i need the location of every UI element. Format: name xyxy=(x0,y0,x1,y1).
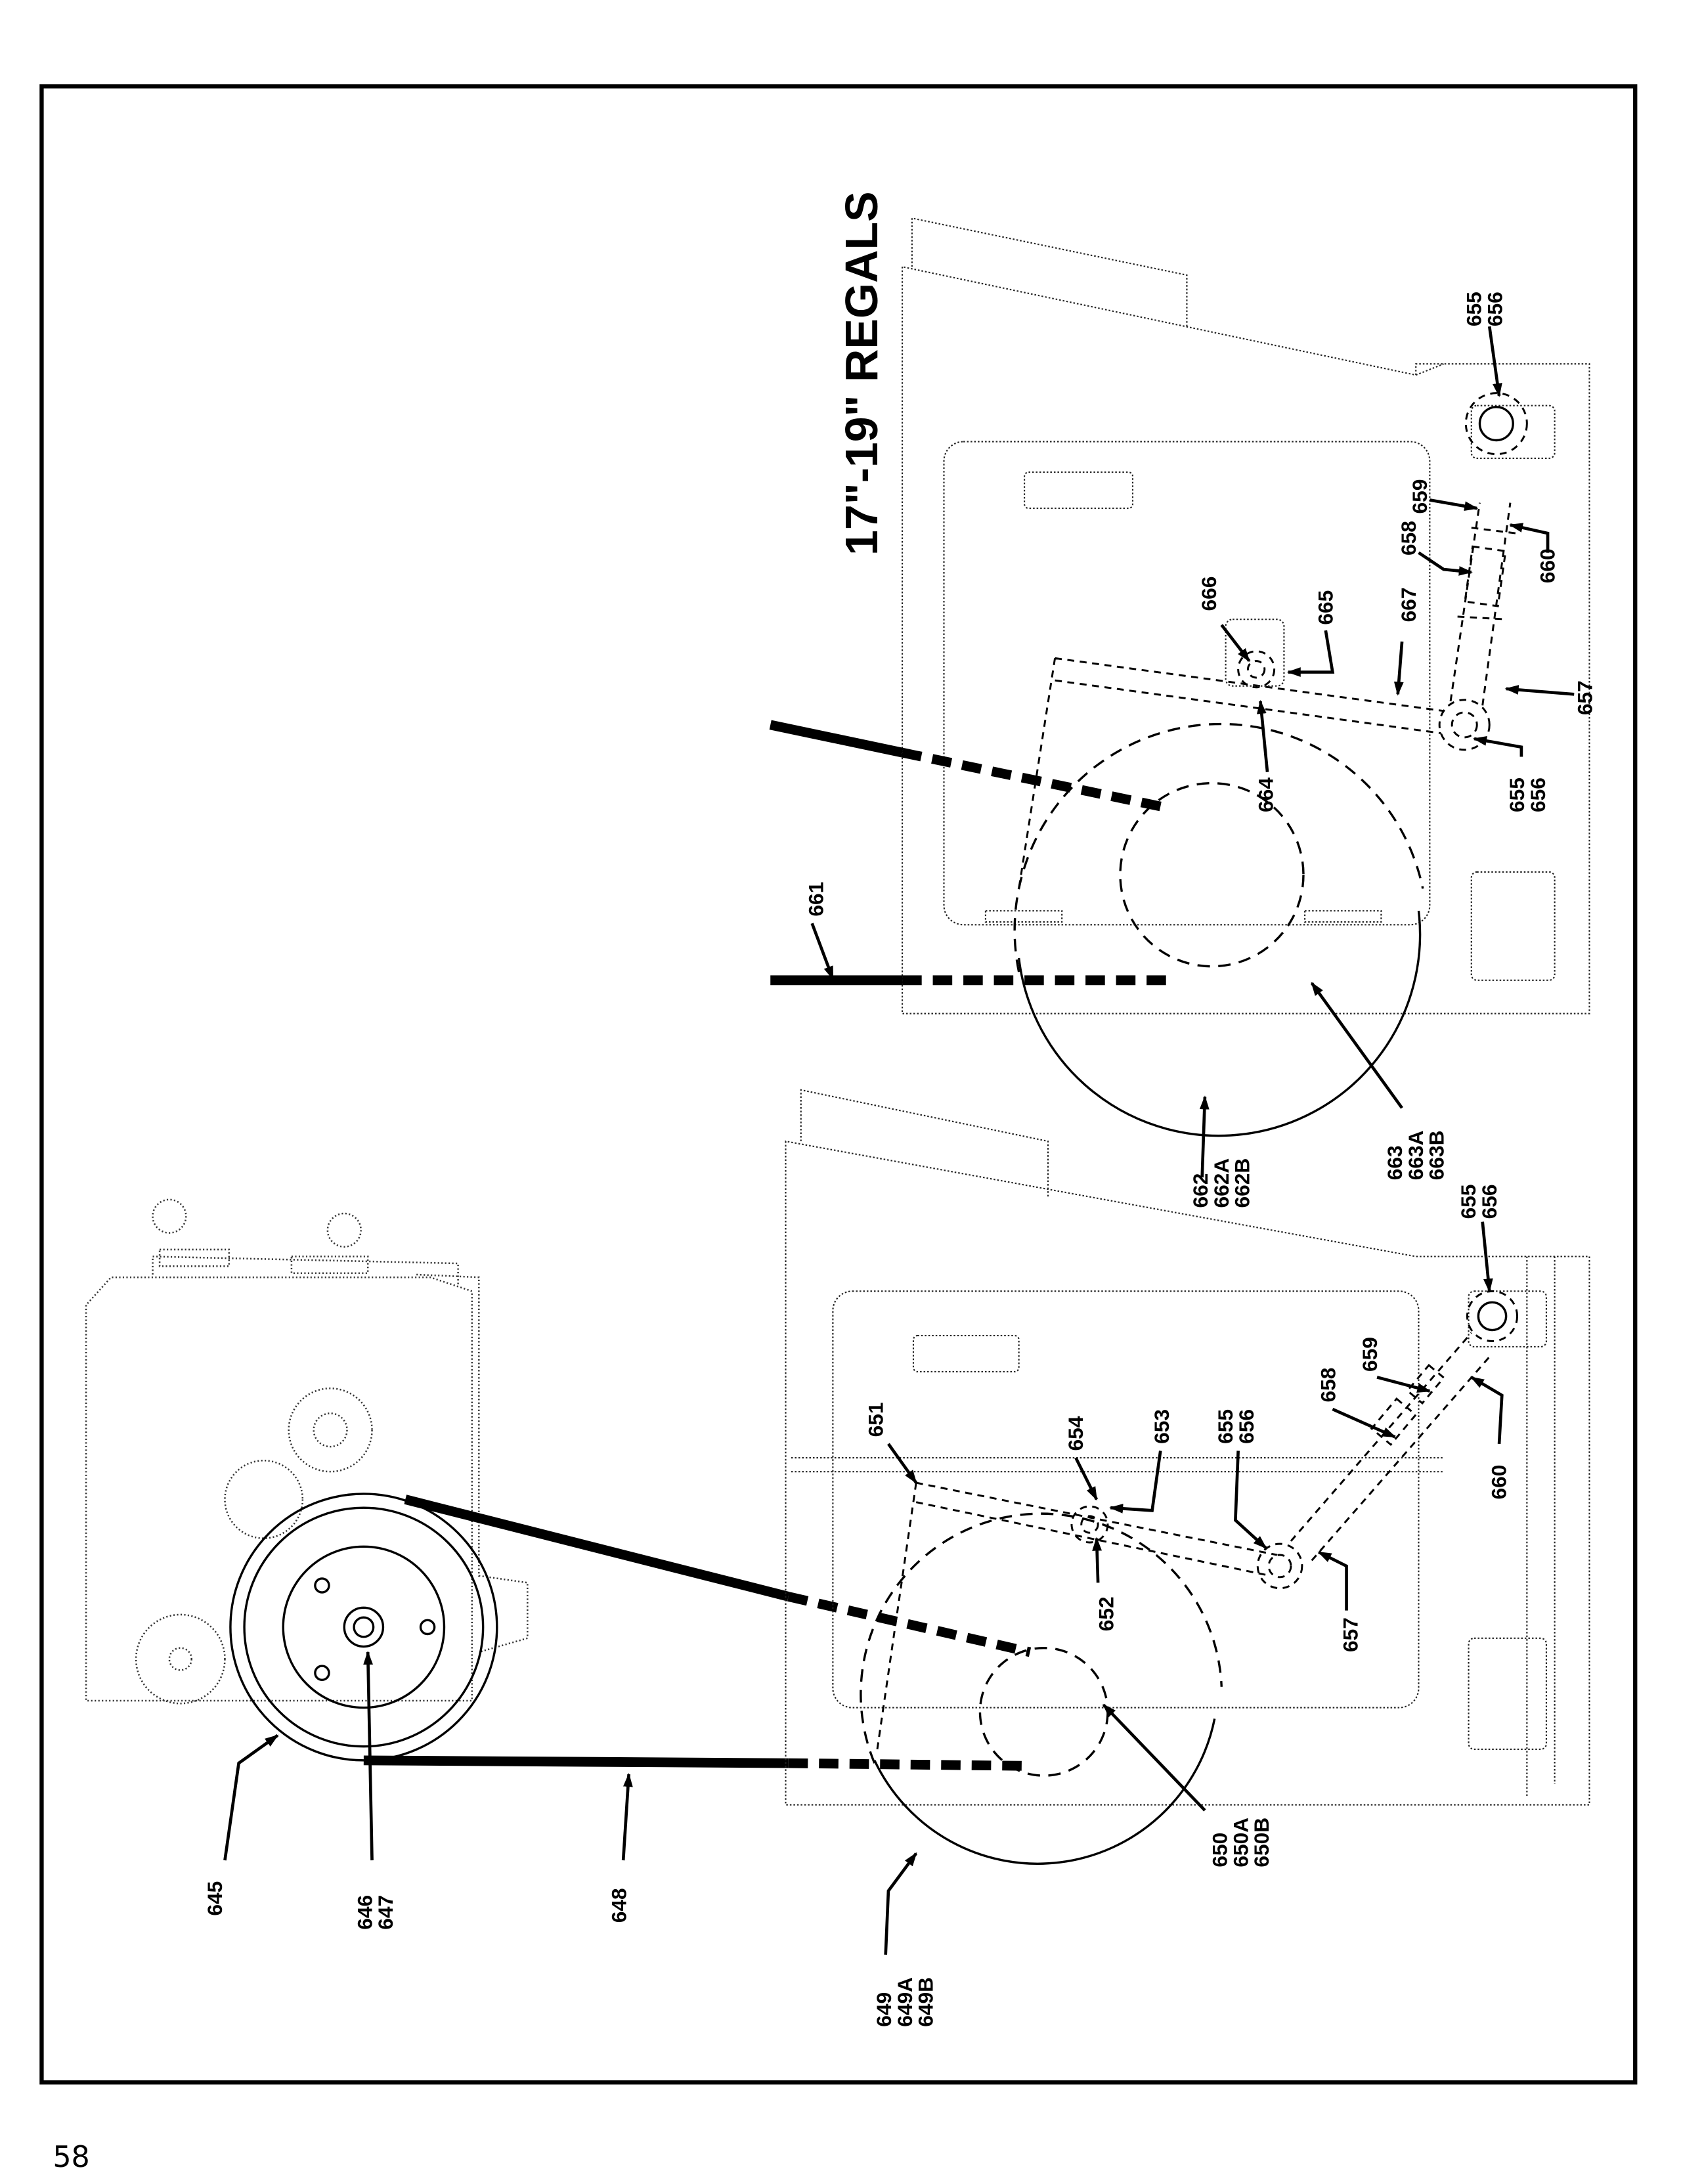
label-649a: 649A xyxy=(893,1977,917,2027)
label-663b: 663B xyxy=(1425,1130,1449,1180)
label-656-lower-top: 656 xyxy=(1477,1185,1501,1219)
diagram-title: 17"-19" REGALS xyxy=(836,191,887,556)
lower-labels: 645 646 647 648 649 649A 649B 650 650A 6… xyxy=(203,1185,1510,2027)
belt-661 xyxy=(769,720,904,758)
label-662b: 662B xyxy=(1231,1158,1254,1208)
label-649b: 649B xyxy=(914,1977,938,2027)
label-649: 649 xyxy=(872,1992,896,2027)
label-655-lower-mid: 655 xyxy=(1213,1409,1237,1444)
pulley-650 xyxy=(978,1646,1109,1777)
pulley-663 xyxy=(1119,781,1305,968)
label-657-upper: 657 xyxy=(1573,680,1597,715)
label-655-lower-upper: 655 xyxy=(1505,777,1529,812)
label-650a: 650A xyxy=(1229,1818,1252,1867)
pulley-662 xyxy=(1017,910,1422,1137)
lower-cabinet-outline xyxy=(785,1140,1590,1806)
label-667: 667 xyxy=(1397,588,1420,622)
label-659-upper: 659 xyxy=(1408,479,1431,514)
label-654: 654 xyxy=(1064,1416,1087,1451)
label-656-lower-upper: 656 xyxy=(1526,777,1550,812)
motor-pulley-645 xyxy=(229,1493,498,1762)
label-666: 666 xyxy=(1197,577,1221,611)
label-648: 648 xyxy=(607,1888,630,1923)
label-659-lower: 659 xyxy=(1358,1337,1382,1372)
label-657-lower: 657 xyxy=(1338,1617,1362,1652)
label-663: 663 xyxy=(1383,1145,1407,1180)
pivot-655-656-a xyxy=(1438,699,1491,751)
upper-panel xyxy=(943,441,1431,926)
label-658-upper: 658 xyxy=(1397,521,1420,556)
pulley-649 xyxy=(873,1718,1216,1865)
upper-cabinet-outline xyxy=(902,265,1590,1015)
label-660-lower: 660 xyxy=(1487,1465,1511,1500)
upper-diagram xyxy=(769,217,1590,1137)
label-662a: 662A xyxy=(1210,1158,1233,1208)
lower-diagram xyxy=(85,1089,1590,1865)
upper-cabinet-top-tab xyxy=(911,217,1188,327)
page-frame xyxy=(39,84,1638,2085)
label-665: 665 xyxy=(1313,590,1337,625)
motor-housing xyxy=(85,1276,473,1702)
label-661: 661 xyxy=(804,882,828,917)
pivot-655-656-d xyxy=(1477,1301,1508,1332)
label-653: 653 xyxy=(1150,1409,1173,1444)
label-647: 647 xyxy=(374,1895,397,1930)
label-646: 646 xyxy=(353,1895,377,1930)
label-663a: 663A xyxy=(1404,1130,1428,1180)
label-650b: 650B xyxy=(1250,1818,1273,1867)
label-655-upper-top: 655 xyxy=(1462,292,1486,326)
label-645: 645 xyxy=(203,1881,227,1916)
label-655-lower-top: 655 xyxy=(1456,1185,1480,1219)
label-664: 664 xyxy=(1254,777,1277,812)
label-660-upper: 660 xyxy=(1536,548,1560,583)
label-656-lower-mid: 656 xyxy=(1234,1409,1258,1444)
label-656-upper-top: 656 xyxy=(1483,292,1506,326)
page-number: 58 xyxy=(53,2141,89,2174)
pivot-655-656-b xyxy=(1478,406,1514,442)
label-650: 650 xyxy=(1208,1833,1232,1867)
label-652: 652 xyxy=(1094,1596,1118,1631)
label-662: 662 xyxy=(1189,1173,1212,1208)
upper-labels: 17"-19" REGALS 661 662 662A 662B 663 663… xyxy=(804,191,1597,1208)
pivot-655-656-c xyxy=(1256,1542,1303,1590)
hub-646-647 xyxy=(343,1606,385,1648)
label-651: 651 xyxy=(863,1402,887,1437)
belt-648 xyxy=(404,1495,790,1602)
label-658-lower: 658 xyxy=(1317,1368,1340,1403)
